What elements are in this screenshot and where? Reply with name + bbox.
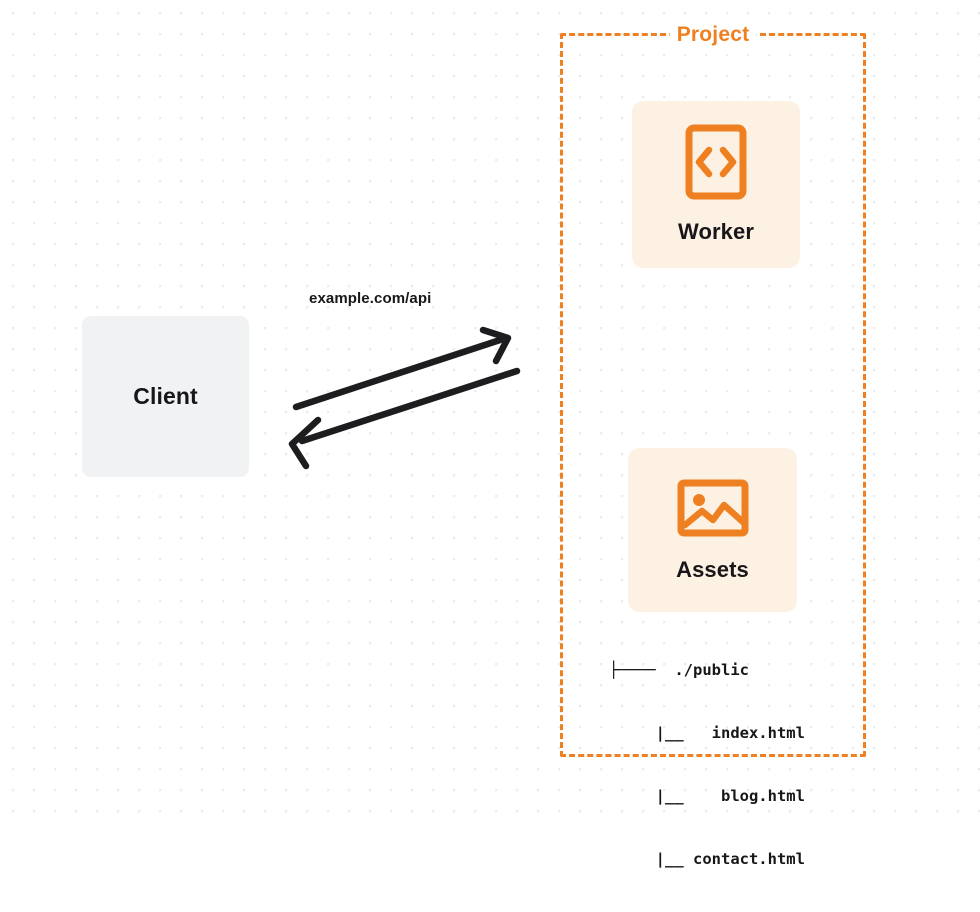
connection-label: example.com/api [309,290,432,307]
worker-node-label: Worker [678,219,754,244]
file-tree-line: ├──── ./public [609,661,749,679]
diagram-canvas: Client example.com/api Project Worker [0,0,980,868]
file-tree-line: |__ blog.html [609,787,805,805]
image-icon [677,478,749,543]
request-arrow [292,326,512,411]
client-node-label: Client [133,383,198,409]
assets-node-label: Assets [676,556,749,582]
project-title: Project [669,23,757,47]
file-tree-line: |__ index.html [609,724,805,742]
project-boundary: Project [560,23,866,757]
code-brackets-icon [685,124,747,205]
assets-node[interactable]: Assets [628,448,797,612]
file-tree-line: |__ contact.html [609,850,805,868]
response-arrow [288,367,521,470]
client-node[interactable]: Client [82,316,249,477]
assets-file-tree: ├──── ./public |__ index.html |__ blog.h… [609,618,805,912]
worker-node[interactable]: Worker [632,101,800,268]
